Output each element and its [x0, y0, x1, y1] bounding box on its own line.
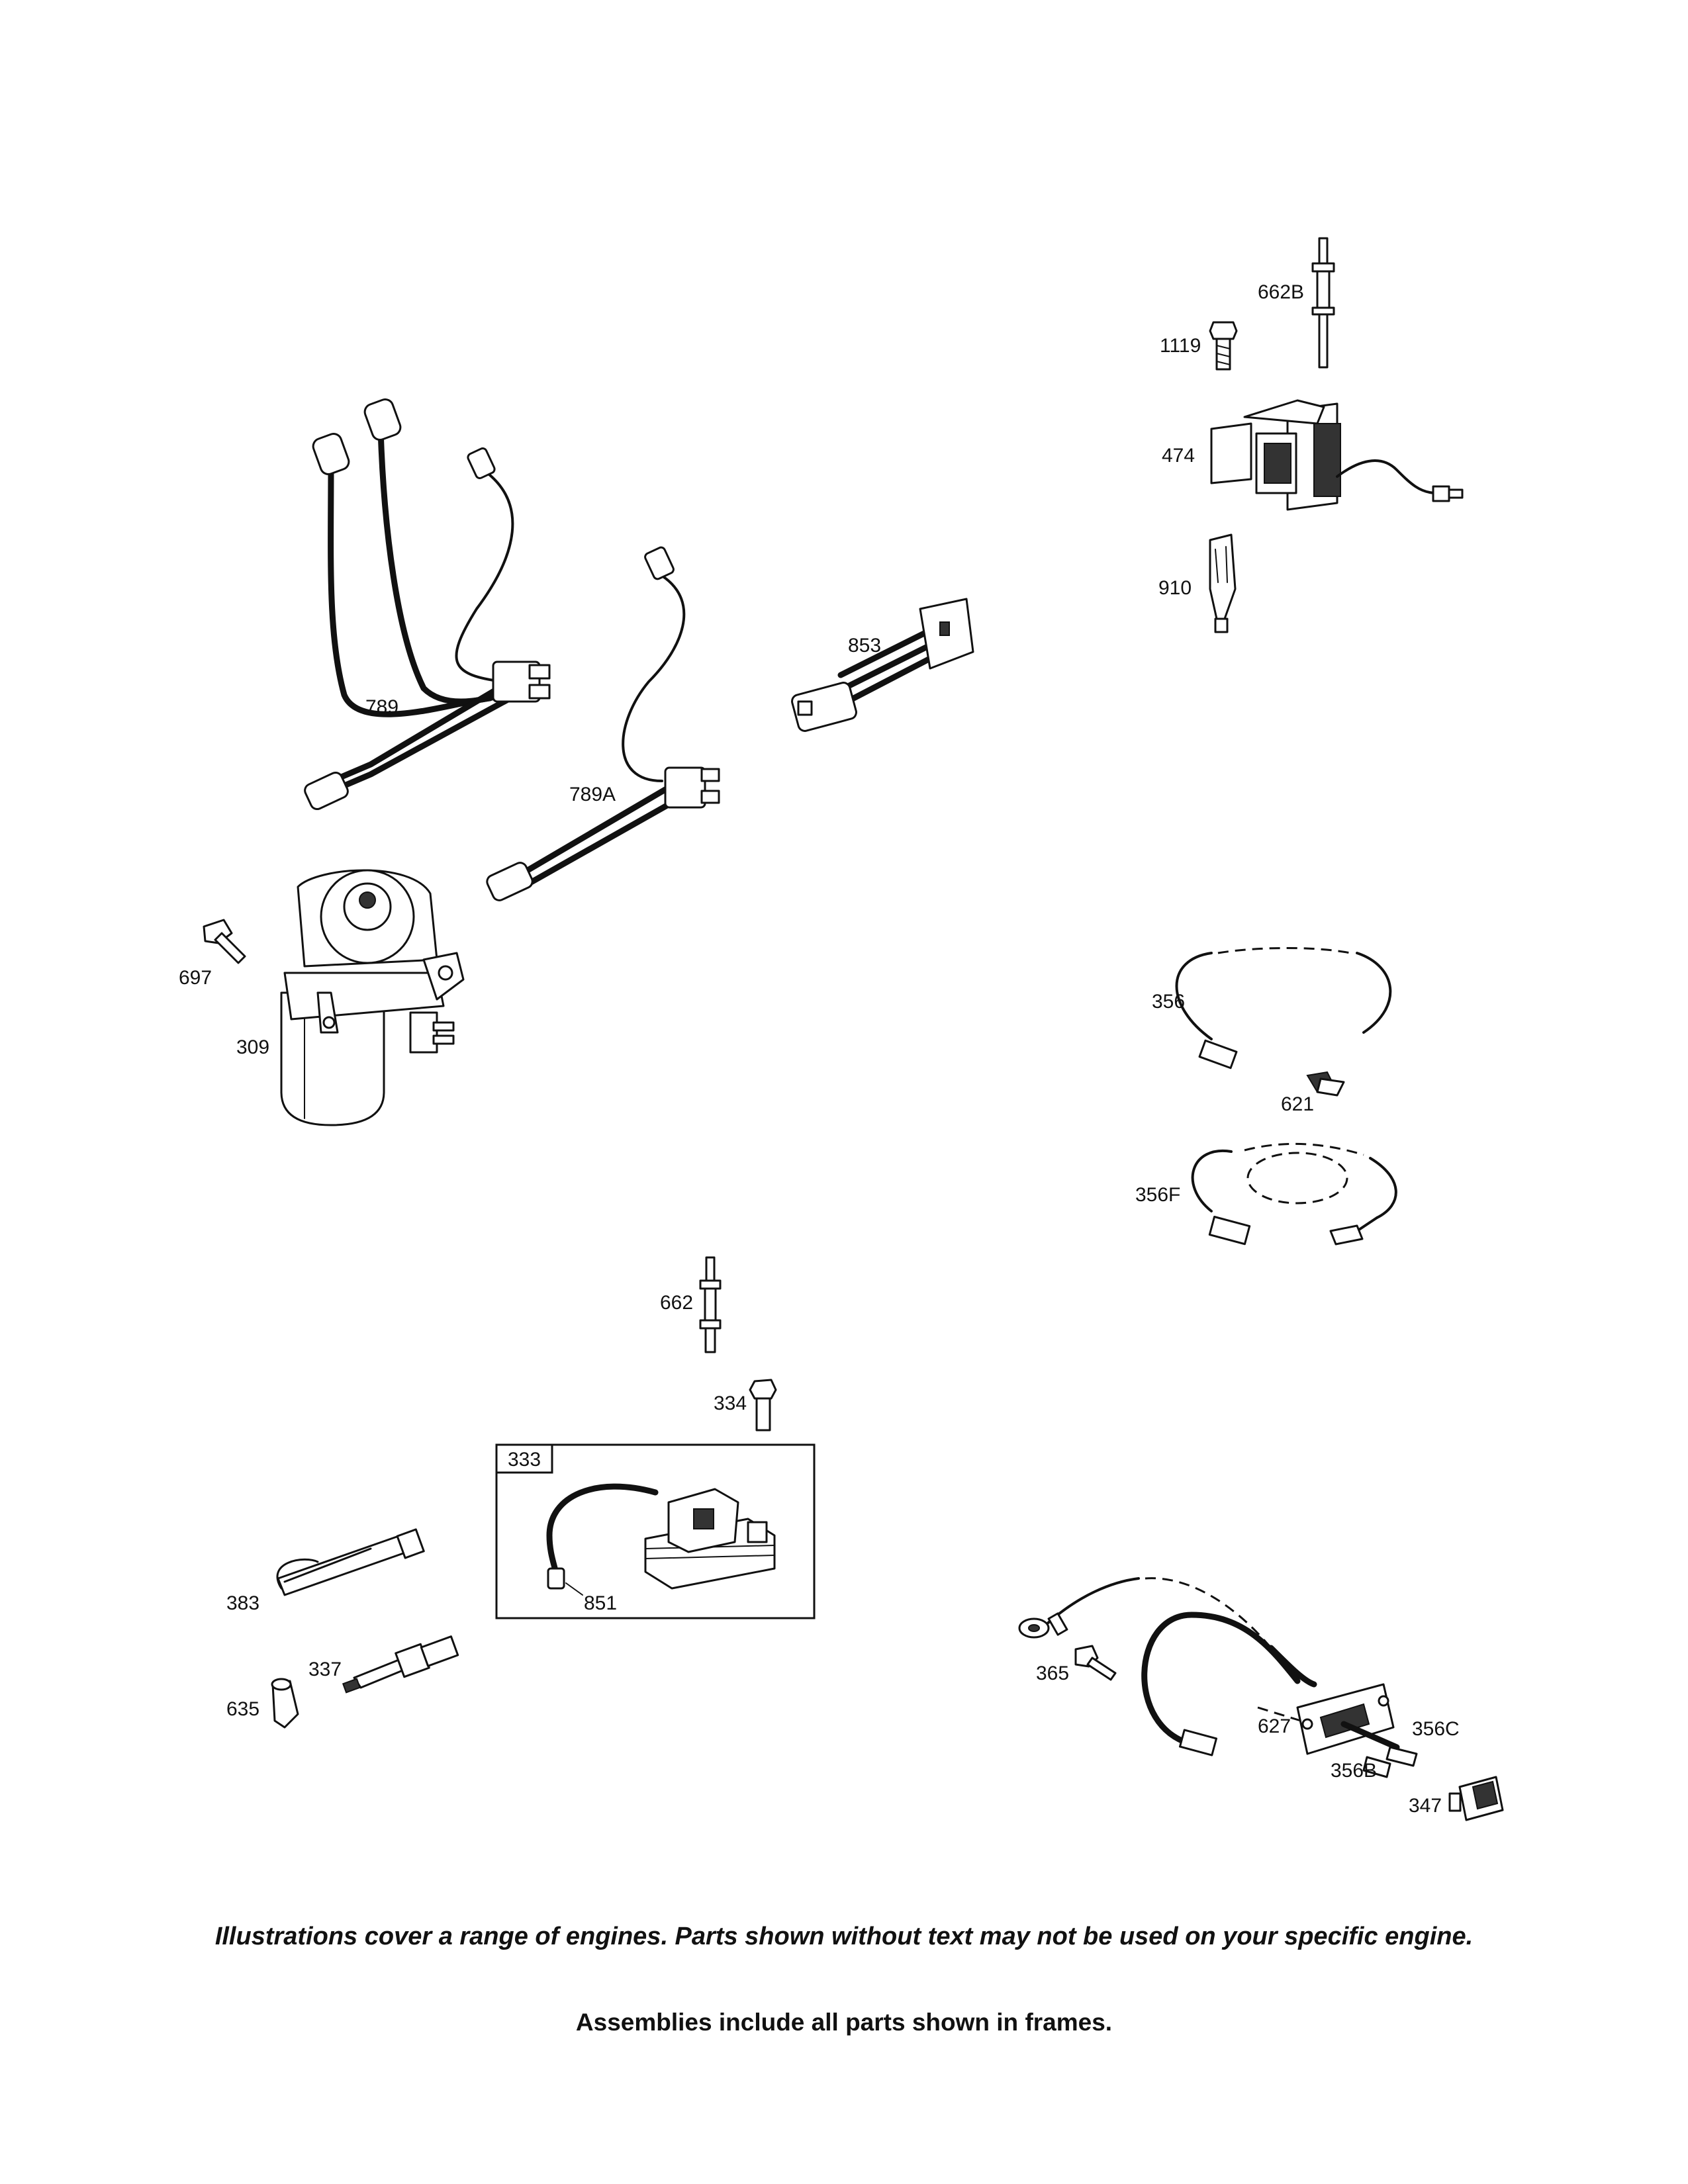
part-662-stud: [699, 1256, 722, 1353]
callout-662: 662: [660, 1292, 693, 1314]
callout-621: 621: [1281, 1093, 1314, 1115]
part-910-sleeve: [1209, 533, 1237, 633]
callout-627: 627: [1258, 1715, 1291, 1737]
part-365-bolt: [1074, 1645, 1117, 1681]
callout-356b: 356B: [1331, 1760, 1377, 1782]
callout-1119: 1119: [1160, 335, 1201, 357]
part-356-wire: [1175, 947, 1392, 1069]
callout-347: 347: [1409, 1795, 1442, 1817]
callout-356: 356: [1152, 991, 1185, 1013]
part-627-switch-bracket: [1141, 1612, 1400, 1756]
callout-910: 910: [1158, 577, 1192, 599]
part-789a-harness: [486, 546, 720, 901]
part-333-ignition-module: [546, 1483, 776, 1590]
callout-662b: 662B: [1258, 281, 1304, 303]
callout-337: 337: [308, 1659, 342, 1680]
part-334-bolt: [749, 1379, 777, 1432]
disclaimer-note: Illustrations cover a range of engines. …: [214, 1923, 1474, 1950]
part-474-armature-coil: [1210, 399, 1464, 511]
callout-474: 474: [1162, 445, 1195, 467]
callout-309: 309: [236, 1036, 269, 1058]
part-635-boot: [271, 1678, 299, 1729]
callout-333: 333: [508, 1449, 541, 1471]
part-1119-bolt: [1209, 321, 1238, 371]
callout-789a: 789A: [569, 784, 616, 805]
part-337-spark-plug: [342, 1635, 459, 1694]
assembly-333-frame: [495, 1443, 816, 1619]
part-697-bolt: [203, 919, 246, 964]
part-621-clip: [1306, 1071, 1345, 1097]
part-309-starter-motor: [280, 869, 465, 1126]
part-356f-wire: [1191, 1142, 1397, 1246]
part-356b-terminal: [1362, 1756, 1391, 1778]
part-383-tool: [276, 1528, 425, 1596]
callout-697: 697: [179, 967, 212, 989]
callout-365: 365: [1036, 1662, 1069, 1684]
callout-789: 789: [365, 696, 399, 718]
callout-851: 851: [584, 1592, 617, 1614]
part-853-adapter: [791, 598, 974, 732]
callout-356f: 356F: [1135, 1184, 1180, 1206]
callout-383: 383: [226, 1592, 259, 1614]
callout-635: 635: [226, 1698, 259, 1720]
callout-334: 334: [714, 1392, 747, 1414]
assembly-note: Assemblies include all parts shown in fr…: [575, 2009, 1113, 2036]
part-789-harness: [304, 398, 551, 811]
callout-853: 853: [848, 635, 881, 657]
part-662b-stud: [1311, 237, 1335, 369]
callout-356c: 356C: [1412, 1718, 1460, 1740]
part-356c-terminal: [1385, 1746, 1418, 1767]
part-347-switch: [1448, 1776, 1504, 1821]
